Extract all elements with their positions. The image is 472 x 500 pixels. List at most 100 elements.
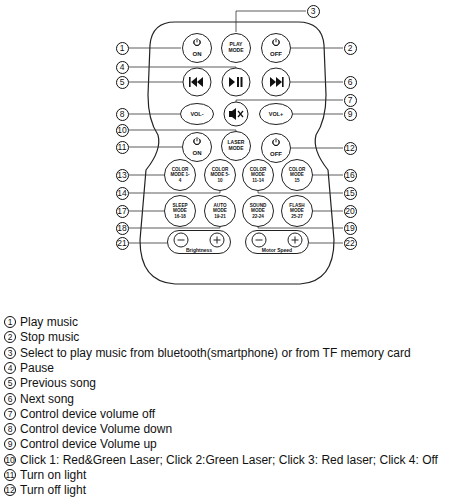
callout-number: 1	[4, 316, 16, 328]
button-ring	[183, 34, 212, 63]
power-symbol	[197, 137, 198, 141]
button-label: FLASH MODE 25-27	[287, 203, 307, 219]
button-label: PLAY MODE	[225, 42, 247, 54]
callout-number: 7	[4, 408, 16, 420]
button-ring	[205, 196, 236, 227]
button-ring	[282, 160, 313, 191]
button-label: ON	[193, 150, 202, 157]
callout-number: 7	[344, 94, 357, 107]
callout-number: 3	[4, 347, 16, 359]
button-ring	[181, 104, 214, 125]
remote-button: PLAY MODE	[221, 33, 251, 63]
button-label: Motor Speed	[262, 248, 292, 254]
button-ring	[165, 196, 196, 227]
button-ring	[222, 34, 251, 63]
function-note: Click 1: Red&Green Laser; Click 2:Green …	[20, 453, 438, 467]
pill-outline	[168, 231, 231, 254]
button-ring	[243, 160, 274, 191]
callout-number: 16	[344, 169, 357, 182]
callout-number: 11	[116, 141, 129, 154]
callout-number: 14	[116, 187, 129, 200]
button-ring	[222, 132, 251, 161]
remote-button: COLOR MODE 5-10	[204, 159, 236, 191]
button-outline	[182, 33, 212, 63]
callout-number: 3	[307, 5, 320, 18]
function-note: Select to play music from bluetooth(smar…	[20, 346, 411, 360]
callout-number: 1	[116, 42, 129, 55]
callout-number: 15	[344, 187, 357, 200]
plus-minus-keys	[174, 233, 302, 247]
callout-number: 20	[344, 205, 357, 218]
button-label: VOL+	[269, 111, 284, 117]
callout-number: 12	[4, 484, 16, 496]
callout-number: 2	[4, 331, 16, 343]
slider-key: Motor Speed	[245, 230, 309, 254]
function-note: Control device volume off	[20, 407, 155, 421]
button-label: VOL-	[190, 111, 203, 117]
callout-number: 5	[116, 76, 129, 89]
callout-number: 13	[116, 169, 129, 182]
callout-number: 9	[344, 108, 357, 121]
remote-button: SOUND MODE 22-24	[242, 195, 274, 227]
function-note: Control device Volume down	[20, 422, 172, 436]
callout-number: 9	[4, 438, 16, 450]
button-label: COLOR MODE 1-4	[170, 167, 190, 183]
callout-number: 8	[116, 108, 129, 121]
button-label: LASER MODE	[225, 140, 247, 152]
button-ring	[165, 160, 196, 191]
callout-number: 4	[116, 61, 129, 74]
leader-lines	[129, 11, 343, 243]
power-symbol	[276, 138, 277, 142]
button-ring	[262, 134, 291, 163]
function-note: Next song	[20, 392, 74, 406]
remote-button: SLEEP MODE 16-18	[164, 195, 196, 227]
function-note: Turn on light	[20, 468, 86, 482]
callout-number: 11	[4, 469, 16, 481]
remote-button: ON	[182, 33, 212, 63]
callout-number: 22	[344, 237, 357, 250]
button-outline	[261, 33, 291, 63]
power-symbol	[197, 38, 198, 42]
remote-button: COLOR MODE 15	[281, 159, 313, 191]
remote-button: VOL+	[259, 103, 293, 125]
button-outline	[182, 132, 212, 162]
remote-button: FLASH MODE 25-27	[281, 195, 313, 227]
callout-number: 19	[344, 222, 357, 235]
icon-buttons	[183, 68, 290, 126]
button-label: COLOR MODE 15	[287, 167, 307, 183]
callout-number: 18	[116, 222, 129, 235]
button-ring	[243, 196, 274, 227]
button-label: SLEEP MODE 16-18	[170, 203, 190, 219]
remote-button: OFF	[261, 33, 291, 63]
button-label: AUTO MODE 19-21	[210, 203, 230, 219]
callout-number: 10	[116, 124, 129, 137]
callout-number: 4	[4, 362, 16, 374]
button-symbols	[189, 77, 284, 120]
remote-button: COLOR MODE 11-14	[242, 159, 274, 191]
button-label: COLOR MODE 11-14	[248, 167, 268, 183]
slider-key: Brightness	[167, 230, 231, 254]
button-ring	[205, 160, 236, 191]
remote-button: ON	[182, 132, 212, 162]
pill-outline	[246, 231, 309, 254]
power-symbol	[276, 38, 277, 42]
callout-number: 6	[4, 393, 16, 405]
callout-number: 12	[344, 142, 357, 155]
remote-button: VOL-	[180, 103, 214, 125]
callout-number: 2	[344, 42, 357, 55]
remote-button: COLOR MODE 1-4	[164, 159, 196, 191]
callout-number: 17	[116, 205, 129, 218]
callout-number: 8	[4, 423, 16, 435]
button-ring	[183, 133, 212, 162]
button-label: Brightness	[186, 248, 212, 254]
remote-button: AUTO MODE 19-21	[204, 195, 236, 227]
button-ring	[282, 196, 313, 227]
button-label: SOUND MODE 22-24	[248, 203, 268, 219]
function-note: Control device Volume up	[20, 437, 157, 451]
remote-button: LASER MODE	[221, 131, 251, 161]
callout-number: 6	[344, 76, 357, 89]
callout-number: 21	[116, 237, 129, 250]
button-label: OFF	[270, 51, 282, 58]
function-note: Previous song	[20, 376, 96, 390]
mute-cross	[238, 111, 243, 117]
